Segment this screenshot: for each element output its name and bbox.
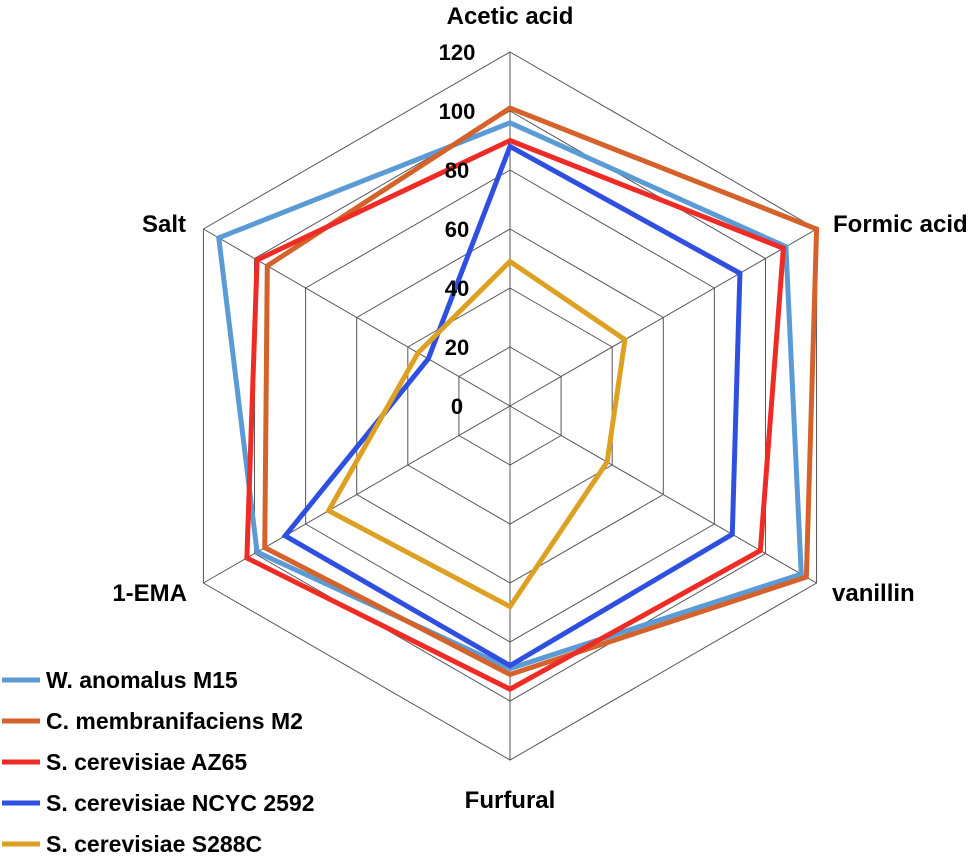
tick-label: 20 — [445, 335, 469, 360]
axis-label-5: Salt — [142, 211, 186, 238]
series-line-1 — [262, 105, 820, 678]
series-line-3 — [281, 142, 743, 669]
spoke-5 — [203, 228, 511, 407]
tick-label: 100 — [439, 99, 476, 124]
legend-label-1: C. membranifaciens M2 — [46, 708, 303, 734]
axis-label-0: Acetic acid — [447, 3, 574, 30]
legend-label-4: S. cerevisiae S288C — [46, 831, 262, 857]
axis-label-4: 1-EMA — [112, 580, 187, 607]
grid — [202, 51, 818, 761]
legend: W. anomalus M15 C. membranifaciens M2 S. c… — [2, 667, 315, 857]
tick-label: 0 — [451, 394, 463, 419]
tick-label: 120 — [439, 40, 476, 65]
tick-label: 80 — [445, 158, 469, 183]
legend-label-3: S. cerevisiae NCYC 2592 — [46, 790, 315, 816]
axis-label-1: Formic acid — [833, 211, 968, 238]
series-line-2 — [244, 137, 786, 693]
legend-label-2: S. cerevisiae AZ65 — [46, 749, 247, 775]
spoke-2 — [509, 405, 817, 584]
tick-label: 40 — [445, 276, 469, 301]
tick-label: 60 — [445, 217, 469, 242]
series-line-4 — [325, 258, 628, 610]
spoke-4 — [203, 405, 511, 584]
series-layer — [216, 105, 820, 693]
axis-label-3: Furfural — [465, 787, 556, 814]
radial-tick-labels: 0 20 40 60 80 100 120 — [439, 40, 476, 419]
legend-label-0: W. anomalus M15 — [46, 667, 238, 693]
spoke-1 — [509, 228, 817, 407]
axis-label-2: vanillin — [832, 580, 915, 607]
